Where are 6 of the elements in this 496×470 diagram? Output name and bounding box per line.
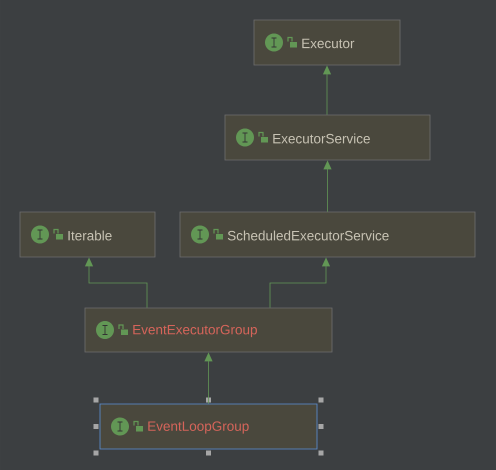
- interface-box: Executor: [254, 20, 400, 66]
- interface-box: ScheduledExecutorService: [180, 212, 476, 258]
- interface-box: EventLoopGroup: [100, 404, 318, 450]
- interface-box: ExecutorService: [224, 114, 430, 160]
- interface-box: EventExecutorGroup: [84, 308, 332, 352]
- interface-box: Iterable: [20, 212, 156, 258]
